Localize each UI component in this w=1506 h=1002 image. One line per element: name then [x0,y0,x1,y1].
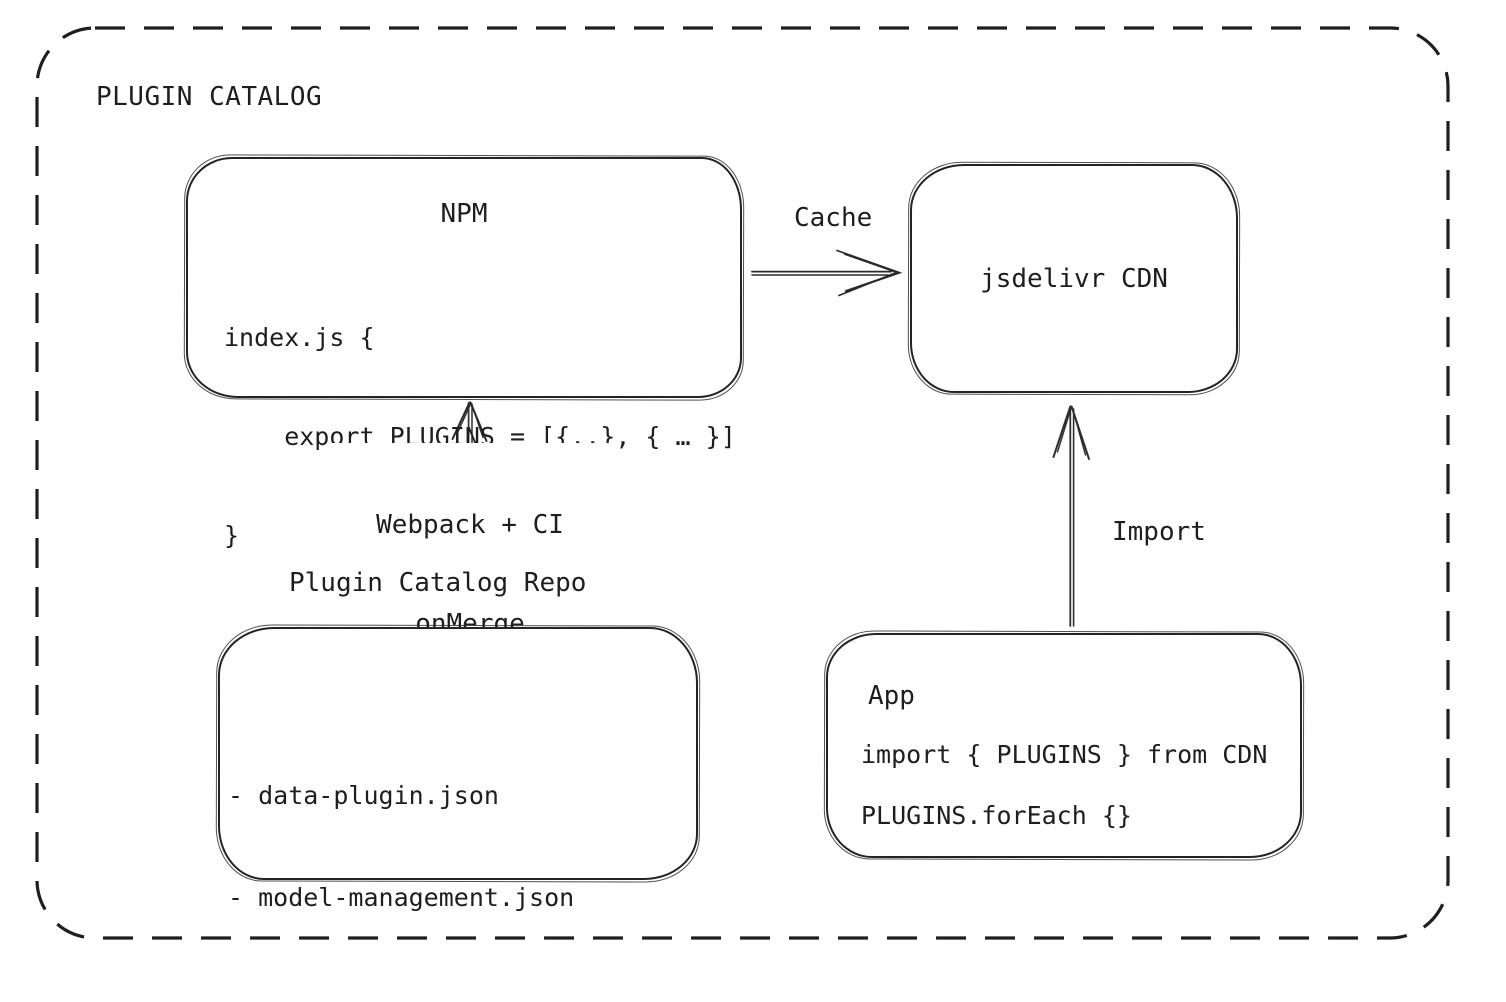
build-arrow-label-line1: Webpack + CI [376,510,564,540]
build-arrow-head-double-right [470,403,484,439]
repo-item: - data-plugin.json [228,781,499,810]
cdn-box: jsdelivr CDN [910,164,1238,393]
npm-code-line: index.js { [224,323,375,352]
npm-box: NPM index.js { export PLUGINS = [{..}, {… [186,157,742,550]
build-arrow-head-double-left [455,403,472,436]
repo-box-label: Plugin Catalog Repo [289,568,587,598]
import-arrow-label: Import [1108,517,1210,547]
npm-box-title: NPM [440,199,488,229]
app-code-line: import { PLUGINS } from CDN [861,740,1268,769]
app-code-line: PLUGINS.forEach {} [861,801,1132,830]
repo-item: - model-management.json [228,883,575,912]
import-arrow-head [1052,405,1072,458]
cache-arrow-head-double [836,249,900,297]
import-arrow-head-double-left [1056,407,1072,453]
plugin-catalog-title: PLUGIN CATALOG [96,82,323,112]
repo-item: … [228,985,244,1002]
import-arrow [1052,405,1090,627]
app-box-title: App [868,681,915,711]
repo-box: - data-plugin.json - model-management.js… [218,627,698,1002]
build-arrow-head [451,401,471,440]
cdn-box-label: jsdelivr CDN [980,263,1168,294]
cache-arrow [751,249,903,297]
repo-file-list: - data-plugin.json - model-management.js… [228,711,574,1002]
plugin-catalog-boundary [35,26,1450,940]
import-arrow-head-double-right [1071,407,1087,456]
npm-code-line: } [224,521,240,550]
cache-arrow-label: Cache [790,203,877,233]
app-box: App import { PLUGINS } from CDN PLUGINS.… [826,633,1302,858]
